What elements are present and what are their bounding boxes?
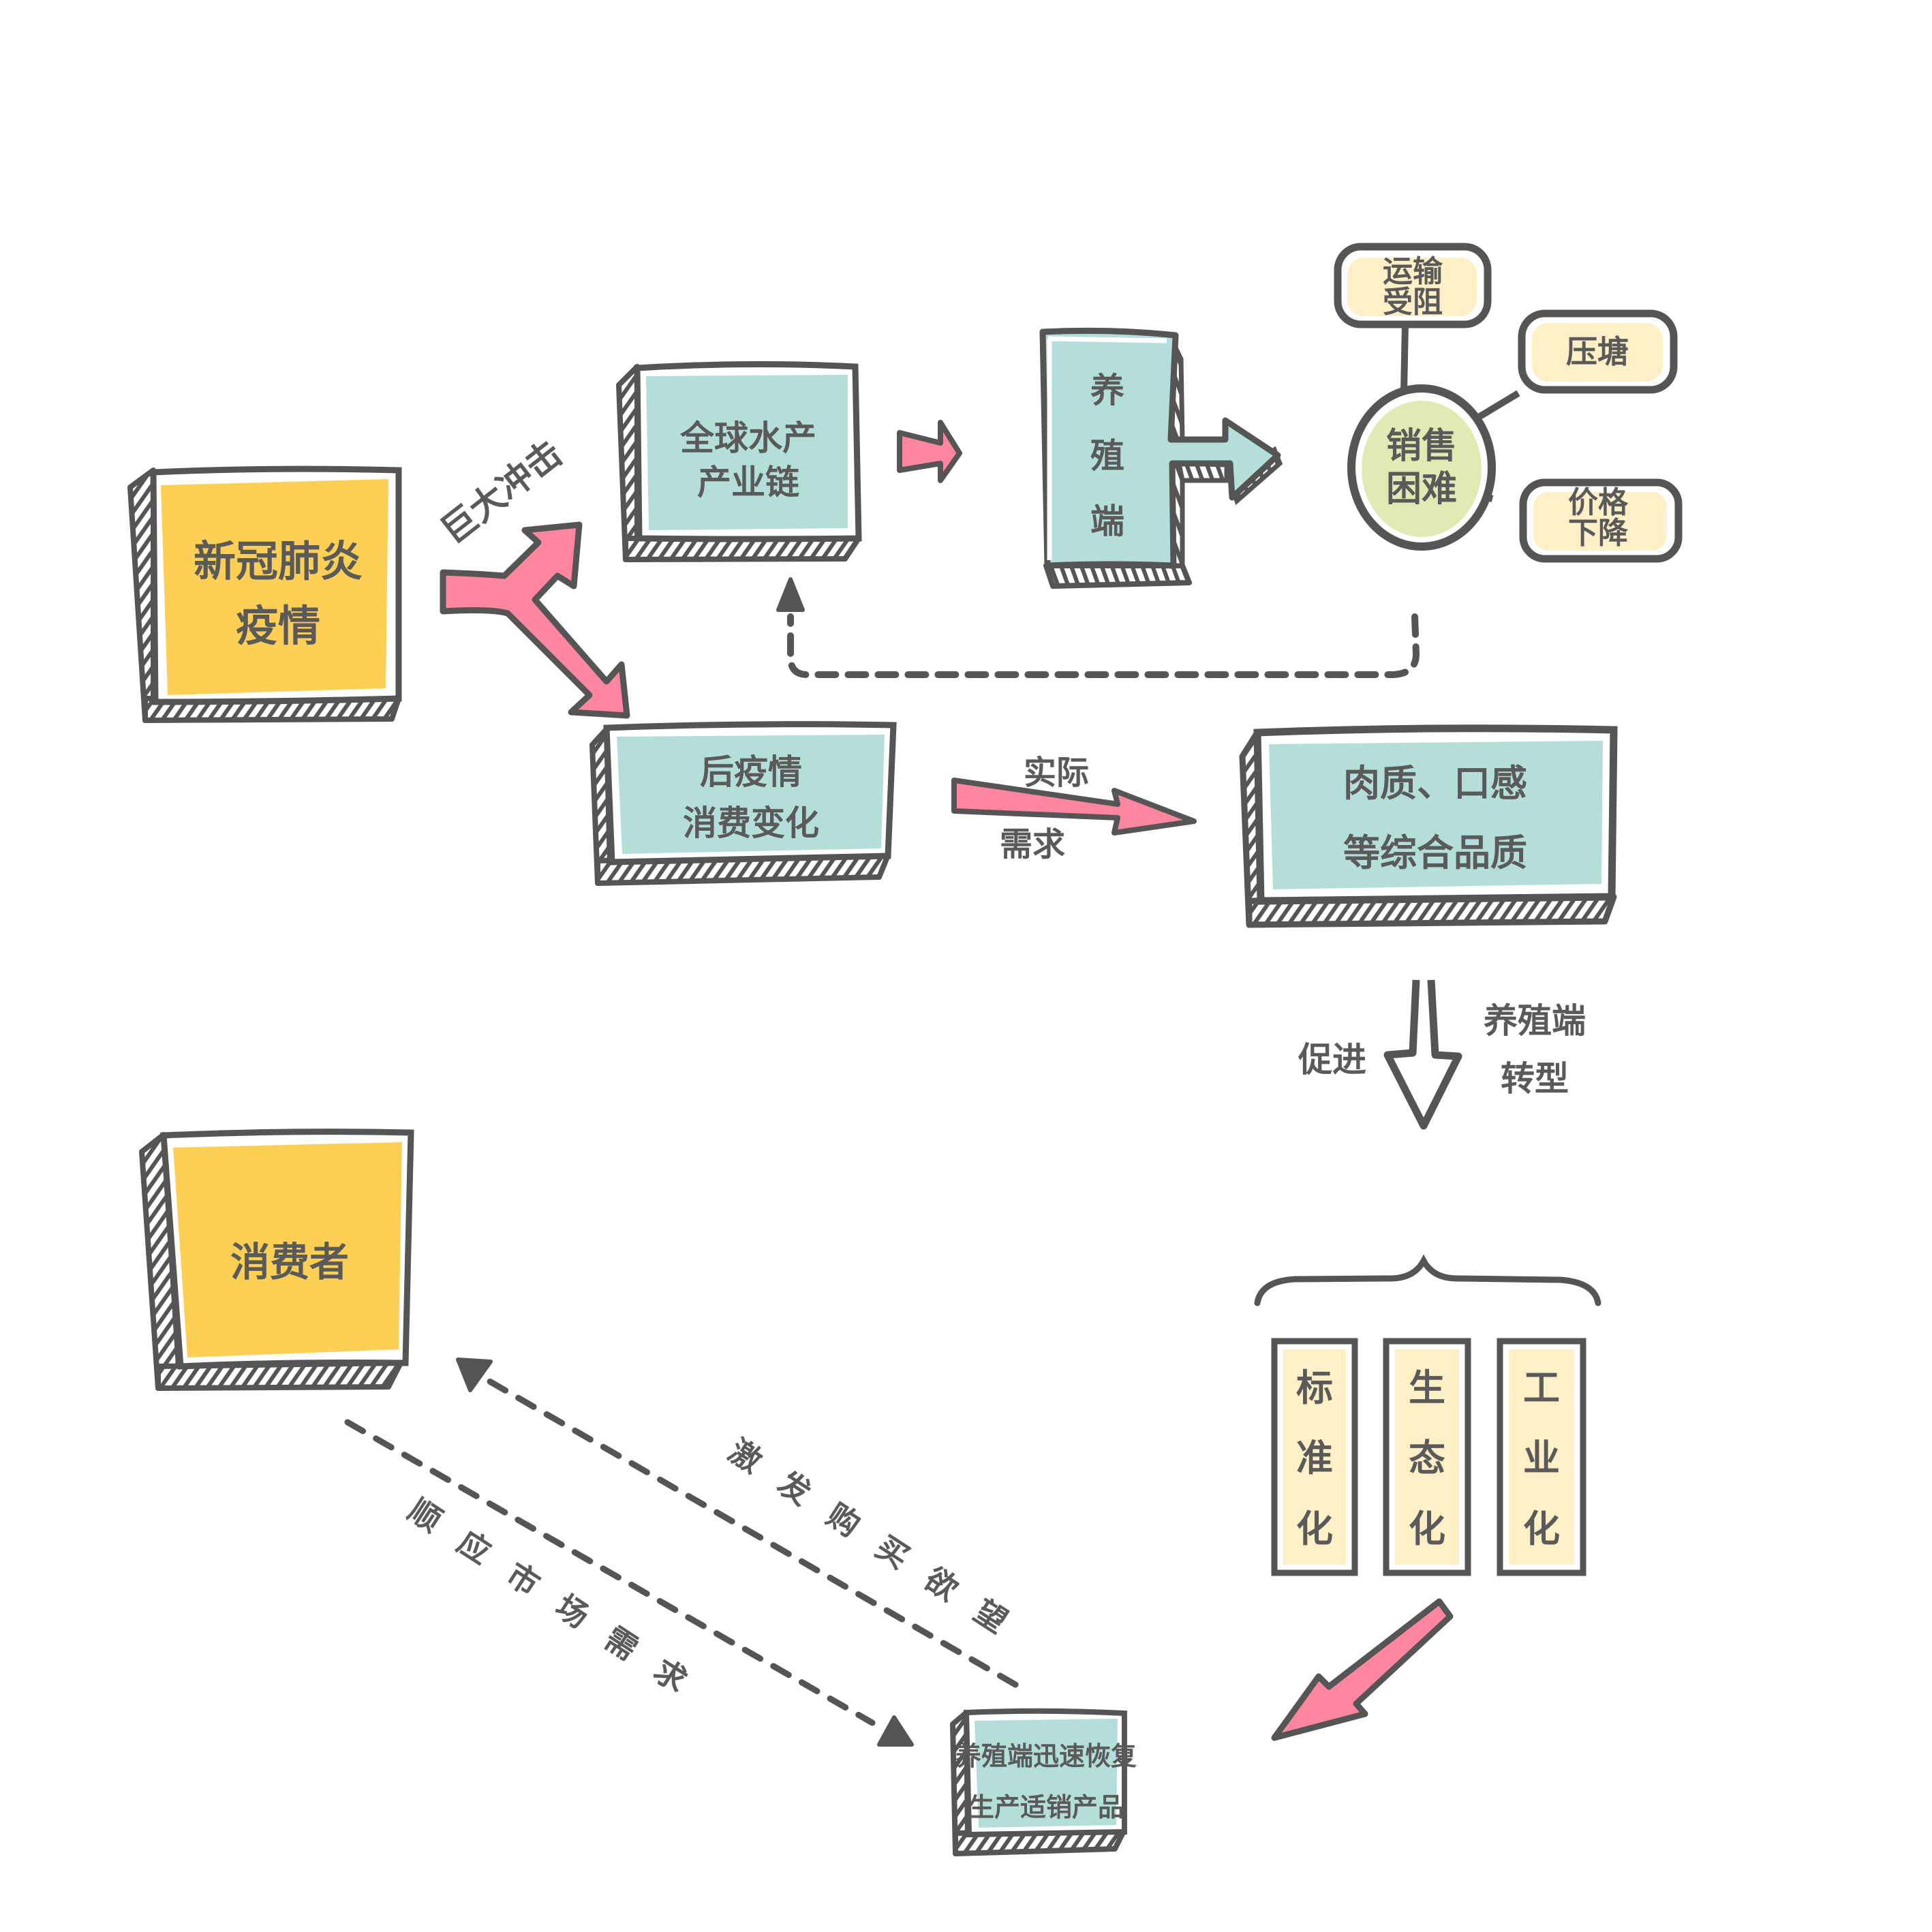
stimulate-char: 发 (771, 1464, 818, 1512)
quality-line-1: 肉质、口感 (1343, 761, 1527, 805)
label-promote: 促进 (1298, 1039, 1366, 1079)
dashed-arrow-follow (344, 1419, 914, 1747)
covid-line-2: 疫情 (236, 601, 320, 651)
farming-end-char-3: 端 (1090, 501, 1124, 541)
transport-line-2: 受阻 (1383, 285, 1443, 320)
node-global-chain[interactable]: 全球水产 产业链 (616, 361, 862, 562)
industrialization-char-3: 化 (1523, 1507, 1560, 1550)
post-epidemic-line-2: 消费变化 (683, 803, 819, 843)
label-demand: 需求 (1000, 825, 1065, 863)
label-transform-2: 转型 (1501, 1058, 1569, 1099)
follow-char: 市 (500, 1555, 547, 1603)
follow-char: 求 (647, 1651, 694, 1699)
industrialization-char-1: 工 (1523, 1366, 1560, 1409)
node-price-drop[interactable]: 价格 下降 (1519, 478, 1683, 563)
recovery-line-1: 养殖端迅速恢复 (955, 1741, 1137, 1771)
transform-down-arrow (1383, 979, 1462, 1130)
post-epidemic-line-1: 后疫情 (700, 752, 802, 792)
price-drop-line-2: 下降 (1568, 516, 1628, 551)
node-quality[interactable]: 肉质、口感 等综合品质 (1239, 724, 1618, 928)
arrow-chain-to-farming (897, 420, 962, 483)
industrialization-char-2: 业 (1523, 1436, 1560, 1479)
node-post-epidemic[interactable]: 后疫情 消费变化 (589, 721, 897, 886)
node-recovery[interactable]: 养殖端迅速恢复 生产适销产品 (950, 1708, 1137, 1856)
label-transform-1: 养殖端 (1484, 1000, 1586, 1041)
arrow-actual-demand (951, 778, 1197, 835)
node-consumer[interactable]: 消费者 (139, 1129, 414, 1391)
label-follow-market: 顺 应 市 场 需 求 (402, 1491, 694, 1699)
price-drop-line-1: 价格 (1568, 485, 1629, 520)
quality-line-2: 等综合品质 (1343, 831, 1527, 874)
feedback-arrowhead-icon (776, 577, 805, 612)
ecologization-char-2: 态 (1409, 1436, 1445, 1479)
follow-char: 应 (451, 1523, 497, 1571)
arrow-to-recovery (1271, 1598, 1454, 1741)
sales-difficulty-line-2: 困难 (1386, 468, 1457, 510)
follow-char: 顺 (402, 1491, 448, 1539)
node-covid[interactable]: 新冠肺炎 疫情 (127, 465, 402, 723)
farming-end-char-2: 殖 (1090, 435, 1124, 476)
stimulate-char: 望 (968, 1592, 1014, 1640)
consumer-label: 消费者 (230, 1239, 349, 1285)
label-stimulate-purchase: 激 发 购 买 欲 望 (722, 1432, 1014, 1640)
follow-arrowhead-icon (877, 1715, 914, 1747)
stimulate-char: 激 (722, 1432, 769, 1479)
follow-char: 需 (598, 1619, 645, 1667)
recovery-line-2: 生产适销产品 (968, 1792, 1124, 1822)
node-standardization[interactable]: 标 准 化 (1271, 1338, 1358, 1576)
standardization-char-3: 化 (1296, 1507, 1333, 1550)
global-chain-line-2: 产业链 (697, 462, 799, 502)
stimulate-arrowhead-icon (456, 1358, 493, 1392)
ecologization-char-3: 化 (1409, 1507, 1445, 1550)
node-transport-blocked[interactable]: 运输 受阻 (1334, 243, 1492, 328)
dashed-arrow-stimulate (456, 1358, 1019, 1688)
curly-brace-icon (1254, 1254, 1601, 1306)
stimulate-char: 欲 (918, 1560, 965, 1608)
ecologization-char-1: 生 (1409, 1366, 1445, 1409)
stimulate-char: 买 (870, 1528, 916, 1576)
node-pond-backlog[interactable]: 压塘 (1518, 309, 1678, 394)
farming-end-char-1: 养 (1090, 370, 1124, 410)
node-sales-difficulty[interactable]: 销售 困难 (1347, 384, 1496, 551)
standardization-char-2: 准 (1296, 1436, 1333, 1479)
transport-line-1: 运输 (1383, 254, 1443, 289)
pond-backlog-label: 压塘 (1566, 333, 1629, 370)
node-farming-end[interactable]: 养 殖 端 (1039, 327, 1283, 589)
follow-char: 场 (549, 1587, 596, 1635)
stimulate-char: 购 (821, 1496, 867, 1544)
covid-line-1: 新冠肺炎 (194, 536, 363, 586)
global-chain-line-1: 全球水产 (679, 418, 816, 458)
sales-difficulty-line-1: 销售 (1386, 425, 1457, 467)
node-ecologization[interactable]: 生 态 化 (1383, 1338, 1471, 1576)
feedback-dashed-arrow (776, 577, 1420, 678)
fork-arrow (440, 521, 630, 719)
label-actual: 实际 (1024, 754, 1089, 792)
standardization-char-1: 标 (1296, 1366, 1333, 1409)
node-industrialization[interactable]: 工 业 化 (1497, 1338, 1586, 1576)
connector-transport (1400, 324, 1409, 393)
